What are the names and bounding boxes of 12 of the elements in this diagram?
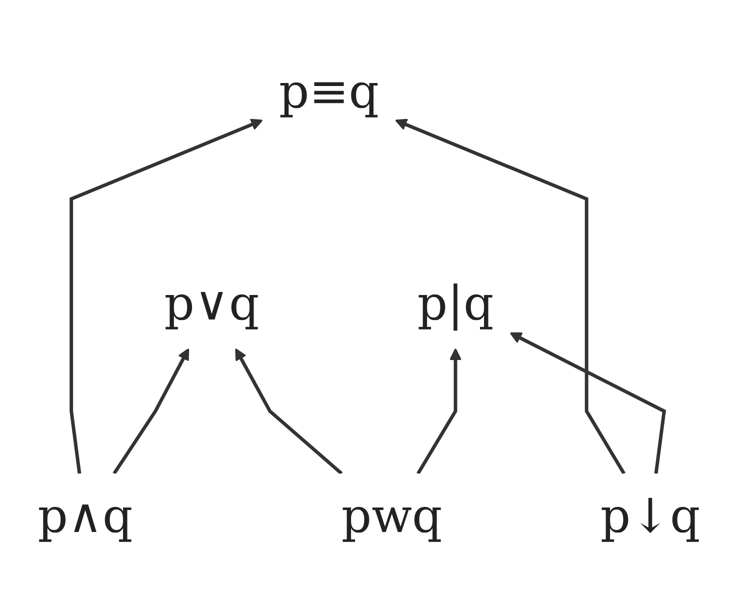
arrow [395, 118, 626, 474]
arrow [510, 332, 666, 474]
node-text: p|q [417, 276, 494, 332]
node-text: p≡q [278, 64, 379, 120]
node-text: p∧q [38, 488, 133, 544]
node-text: p∨q [164, 276, 260, 332]
arrow [235, 348, 343, 475]
arrow [416, 348, 462, 474]
arrow [70, 118, 263, 474]
arrow [112, 348, 190, 474]
node-text: pwq [341, 488, 442, 544]
node-text: p↓q [600, 488, 700, 544]
